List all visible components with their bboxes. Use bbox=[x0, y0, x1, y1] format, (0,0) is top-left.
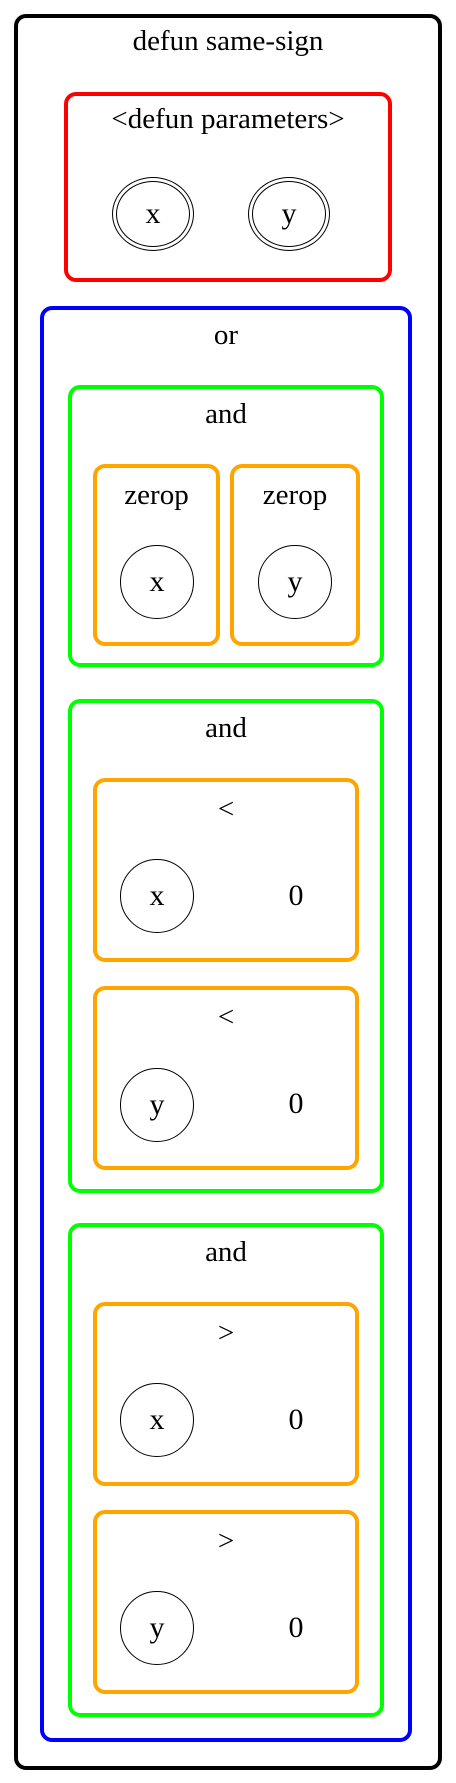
arg-node-x: x bbox=[120, 545, 194, 619]
arg-node-x: x bbox=[120, 859, 194, 933]
arg-node-y: y bbox=[258, 545, 332, 619]
params-cluster: <defun parameters> bbox=[64, 92, 392, 282]
call-label: > bbox=[217, 1525, 235, 1557]
arg-node-y: y bbox=[120, 1068, 194, 1142]
call-label: < bbox=[217, 1001, 235, 1033]
literal-zero: 0 bbox=[288, 879, 304, 912]
params-label: <defun parameters> bbox=[111, 103, 345, 135]
and-cluster: and bbox=[68, 1223, 384, 1717]
call-cluster-gt-y: > bbox=[93, 1510, 359, 1694]
and-cluster: and bbox=[68, 385, 384, 667]
call-cluster-lt-x: < bbox=[93, 778, 359, 962]
call-cluster-lt-y: < bbox=[93, 986, 359, 1170]
and-label: and bbox=[205, 398, 247, 430]
literal-zero: 0 bbox=[288, 1403, 304, 1436]
call-label: < bbox=[217, 793, 235, 825]
defun-title: defun same-sign bbox=[132, 25, 324, 57]
call-cluster-zerop-x: zerop bbox=[93, 464, 220, 646]
call-cluster-zerop-y: zerop bbox=[230, 464, 360, 646]
and-label: and bbox=[205, 712, 247, 744]
literal-zero: 0 bbox=[288, 1611, 304, 1644]
literal-zero: 0 bbox=[288, 1087, 304, 1120]
and-label: and bbox=[205, 1236, 247, 1268]
and-cluster: and bbox=[68, 699, 384, 1193]
call-label: zerop bbox=[124, 479, 189, 511]
call-label: zerop bbox=[262, 479, 328, 511]
or-cluster: or bbox=[40, 306, 412, 1742]
param-node-y: y bbox=[248, 177, 330, 251]
arg-node-y: y bbox=[120, 1591, 194, 1665]
call-cluster-gt-x: > bbox=[93, 1302, 359, 1486]
param-node-x: x bbox=[112, 177, 194, 251]
call-label: > bbox=[217, 1317, 235, 1349]
or-label: or bbox=[213, 319, 239, 351]
arg-node-x: x bbox=[120, 1383, 194, 1457]
defun-cluster: defun same-sign bbox=[14, 14, 442, 1770]
